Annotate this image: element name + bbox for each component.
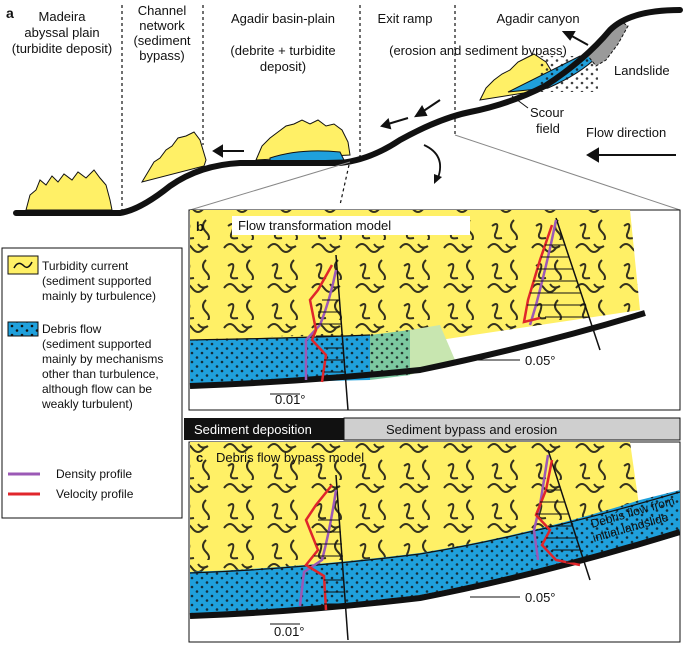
panel-c-title: Debris flow bypass model <box>216 450 364 465</box>
svg-text:(sediment supported: (sediment supported <box>42 337 151 351</box>
svg-text:mainly by turbulence): mainly by turbulence) <box>42 289 156 303</box>
panel-b-velocity-arrows-2 <box>527 244 589 318</box>
legend-debris-dots-icon <box>8 322 38 336</box>
svg-text:bypass): bypass) <box>139 48 185 63</box>
panel-b-velocity-arrows-1 <box>316 299 346 373</box>
band-deposition-bg <box>184 418 344 440</box>
svg-text:Channel: Channel <box>138 3 187 18</box>
panel-c: c Debris flow bypass model Debris flow f… <box>188 441 681 643</box>
panel-c-velocity-arrows-2 <box>536 489 585 563</box>
svg-text:Agadir basin-plain: Agadir basin-plain <box>231 11 335 26</box>
scour-label: Scour field <box>530 105 565 136</box>
svg-text:deposit): deposit) <box>260 59 306 74</box>
panel-b-label: b <box>196 219 204 234</box>
svg-text:(erosion and sediment bypass): (erosion and sediment bypass) <box>389 43 567 58</box>
panel-c-seabed <box>189 529 680 619</box>
band-bypass-bg <box>343 417 681 441</box>
svg-text:Madeira: Madeira <box>39 9 87 24</box>
svg-text:(sediment: (sediment <box>133 33 190 48</box>
svg-text:(turbidite deposit): (turbidite deposit) <box>12 41 112 56</box>
arrow-basin <box>387 117 409 125</box>
svg-text:Exit ramp: Exit ramp <box>378 11 433 26</box>
landslide-scar <box>587 21 629 67</box>
band-bypass-label: Sediment bypass and erosion <box>386 422 557 437</box>
panel-c-density-profile-1 <box>298 489 338 607</box>
panel-a: a Madeira abyssal plain (turbidite depos… <box>6 3 683 216</box>
legend: Turbidity current (sediment supported ma… <box>1 247 183 519</box>
panel-b-velocity-profile-2 <box>522 224 554 324</box>
panel-b-profile-1-axis <box>335 254 349 410</box>
separator-3b <box>339 164 350 206</box>
svg-text:other than turbulence,: other than turbulence, <box>42 367 159 381</box>
panel-b-density-profile-1 <box>304 269 338 380</box>
zone-exit-ramp: Exit ramp (erosion and sediment bypass) <box>378 11 567 58</box>
panel-c-velocity-arrows-1 <box>314 519 346 605</box>
legend-density-text: Density profile <box>56 467 132 481</box>
panel-b-title: Flow transformation model <box>238 218 391 233</box>
panel-c-profile-1-axis <box>335 474 349 641</box>
panel-c-angle-low: 0.01° <box>274 624 305 639</box>
svg-text:(sediment supported: (sediment supported <box>42 274 151 288</box>
svg-text:weakly turbulent): weakly turbulent) <box>41 397 133 411</box>
panel-c-angle-high: 0.05° <box>525 590 556 605</box>
panel-c-profile-2-axis <box>547 449 591 581</box>
panel-c-label: c <box>196 450 203 465</box>
panel-b-seabed <box>189 310 646 389</box>
channel-turbidite-deposit <box>140 131 207 183</box>
flow-direction-label: Flow direction <box>586 125 666 140</box>
zone-channel: Channel network (sediment bypass) <box>133 3 190 63</box>
band-deposition-label: Sediment deposition <box>194 422 312 437</box>
arrow-canyon <box>569 34 589 46</box>
svg-text:mainly by mechanisms: mainly by mechanisms <box>42 352 163 366</box>
panel-c-flow-interface <box>189 491 680 574</box>
madeira-turbidite-deposit <box>25 169 113 211</box>
legend-turbidity-squiggle-icon <box>13 261 33 269</box>
panel-b-angle-low: 0.01° <box>275 392 306 407</box>
panel-b-profile-2-axis <box>555 217 601 351</box>
svg-text:network: network <box>139 18 185 33</box>
zoom-line-left <box>189 161 351 211</box>
flow-arrows <box>212 31 676 163</box>
panel-b-flow-interface <box>189 334 371 341</box>
svg-text:Debris flow: Debris flow <box>42 322 102 336</box>
zone-agadir-canyon: Agadir canyon <box>496 11 579 26</box>
svg-text:abyssal plain: abyssal plain <box>24 25 99 40</box>
legend-debris-text: Debris flow (sediment supported mainly b… <box>41 322 163 411</box>
landslide-label: Landslide <box>614 63 670 78</box>
panel-c-velocity-profile-1 <box>304 484 333 611</box>
panel-b: b Flow transformation model 0.01° 0.05° <box>188 209 681 411</box>
seafloor-profile <box>13 7 683 216</box>
zone-agadir-basin: Agadir basin-plain (debrite + turbidite … <box>230 11 335 74</box>
curved-arrow-head <box>434 174 442 184</box>
svg-text:although flow can be: although flow can be <box>42 382 152 396</box>
panel-b-angle-high: 0.05° <box>525 353 556 368</box>
panel-b-density-profile-2 <box>528 219 558 326</box>
curved-arrow <box>423 144 442 179</box>
legend-turbidity-text: Turbidity current (sediment supported ma… <box>42 259 156 303</box>
scour-leader <box>511 95 529 109</box>
process-band: Sediment deposition Sediment bypass and … <box>184 417 681 441</box>
legend-velocity-text: Velocity profile <box>56 487 134 501</box>
panel-a-label: a <box>6 5 14 21</box>
zoom-line-right <box>454 134 681 211</box>
basin-debrite-deposit <box>269 150 345 163</box>
panel-b-title-bg <box>232 216 470 235</box>
svg-text:Scour: Scour <box>530 105 565 120</box>
arrow-exit <box>421 99 441 113</box>
panel-b-velocity-profile-1 <box>308 264 334 383</box>
zone-madeira: Madeira abyssal plain (turbidite deposit… <box>12 9 112 56</box>
basin-turbidite-deposit <box>255 119 351 161</box>
svg-text:field: field <box>536 121 560 136</box>
svg-text:Turbidity current: Turbidity current <box>42 259 129 273</box>
svg-text:(debrite + turbidite: (debrite + turbidite <box>230 43 335 58</box>
